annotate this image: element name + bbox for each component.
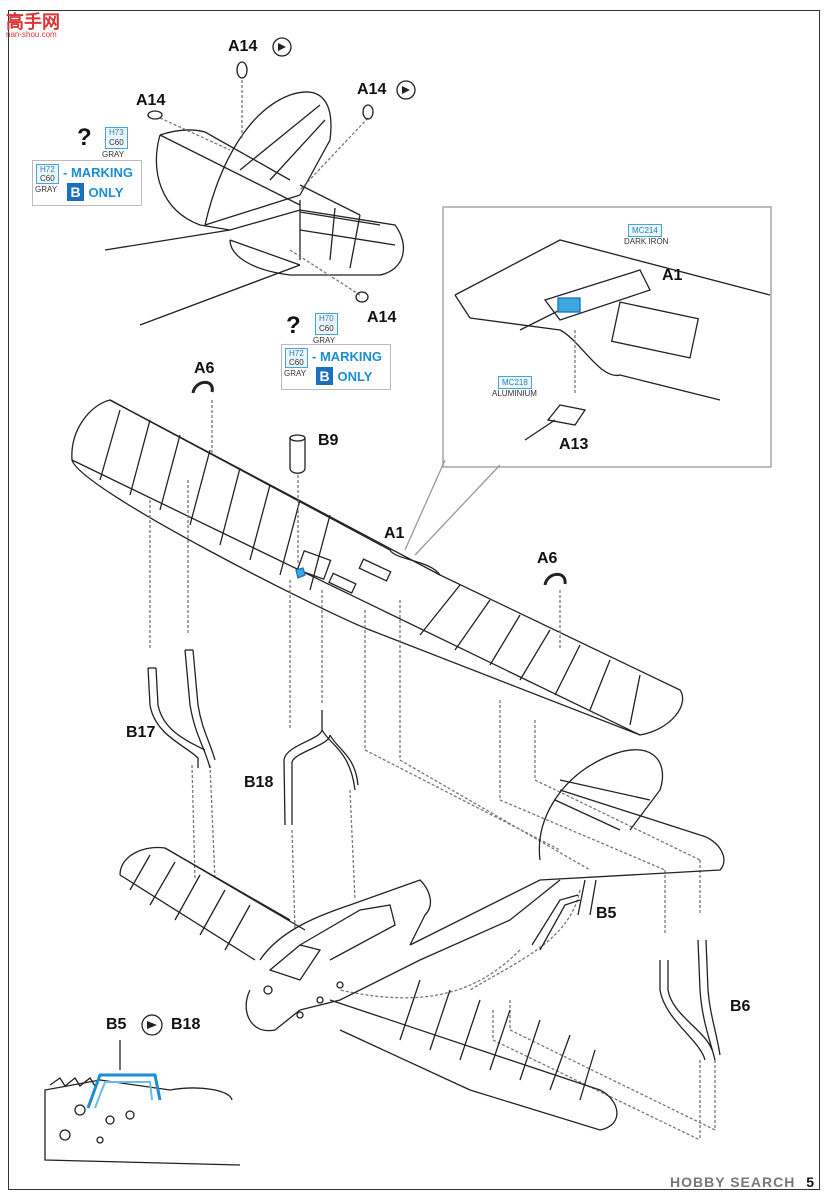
marking-letter-mid: B — [316, 367, 333, 385]
paint-chip-mid-color: GRAY — [313, 336, 336, 345]
aluminium-label: ALUMINIUM — [492, 389, 537, 398]
a6-right-part — [543, 572, 567, 586]
arrow-circle-a14-right — [396, 80, 416, 100]
label-a1-main: A1 — [384, 525, 405, 542]
paint-chip-top-color: GRAY — [102, 150, 125, 159]
marking-chip-top-color: GRAY — [35, 185, 58, 194]
watermark-url: nan-shou.com — [6, 30, 57, 39]
arrow-circle-a14-top — [272, 37, 292, 57]
a14-parts — [147, 61, 374, 303]
dark-iron-label: DARK IRON — [624, 237, 669, 246]
label-b17: B17 — [126, 724, 156, 741]
b9-part — [289, 434, 306, 474]
marking-text-mid: - MARKING — [312, 349, 383, 364]
label-b5: B5 — [596, 905, 617, 922]
marking-only-top: ONLY — [88, 185, 124, 200]
label-a14-top-left: A14 — [136, 92, 166, 109]
b5-strut — [531, 879, 597, 951]
question-icon-mid: ? — [286, 312, 301, 339]
b6-strut — [659, 939, 721, 1061]
marking-letter-top: B — [67, 183, 84, 201]
label-a13: A13 — [559, 436, 589, 453]
marking-only-mid: ONLY — [337, 369, 373, 384]
label-a14-mid: A14 — [367, 309, 397, 326]
tail-guide-lines — [159, 80, 369, 296]
b9-mount-blue — [295, 567, 306, 579]
dark-iron-chip: MC214 — [628, 224, 662, 237]
page-frame — [8, 10, 820, 1190]
b5-b18-example — [44, 1040, 241, 1166]
lower-wing-fuselage — [119, 749, 725, 1131]
tail-assembly — [104, 91, 404, 326]
watermark-site: 高手网 — [6, 12, 60, 32]
example-blue-strut — [86, 1073, 162, 1109]
label-b18: B18 — [244, 774, 274, 791]
label-b18-example: B18 — [171, 1016, 201, 1033]
label-a6-right: A6 — [537, 550, 558, 567]
marking-chip-top: H72 C60 — [36, 164, 59, 184]
marking-note-mid: H72 C60 GRAY - MARKING B ONLY — [281, 344, 391, 390]
page-number: 5 — [806, 1174, 815, 1190]
label-a14-top-center: A14 — [228, 38, 258, 55]
label-a6-left: A6 — [194, 360, 215, 377]
label-a14-top-right: A14 — [357, 81, 387, 98]
marking-note-top: H72 C60 GRAY - MARKING B ONLY — [32, 160, 142, 206]
question-icon-top: ? — [77, 124, 92, 151]
arrow-circle-b5-b18 — [141, 1014, 163, 1036]
inset-frame — [442, 206, 772, 468]
inset-wing-detail — [454, 239, 771, 441]
b17-strut — [147, 649, 216, 769]
footer-brand: HOBBY SEARCH 5 — [670, 1174, 815, 1190]
upper-wing — [71, 399, 684, 736]
inset-blue-part — [557, 297, 581, 313]
footer-brand-text: HOBBY SEARCH — [670, 1174, 796, 1190]
label-b5-example: B5 — [106, 1016, 127, 1033]
marking-chip-mid-color: GRAY — [284, 369, 307, 378]
marking-chip-mid: H72 C60 — [285, 348, 308, 368]
guide-lines-main — [149, 400, 716, 1141]
a6-left-part — [191, 380, 214, 394]
label-b6: B6 — [730, 998, 751, 1015]
label-b9: B9 — [318, 432, 339, 449]
aluminium-chip: MC218 — [498, 376, 532, 389]
b18-strut — [283, 710, 359, 826]
example-blue-strut-inner — [94, 1081, 153, 1109]
paint-chip-top: H73 C60 — [105, 127, 128, 149]
label-a1-inset: A1 — [662, 267, 683, 284]
marking-text-top: - MARKING — [63, 165, 134, 180]
paint-chip-mid: H70 C60 — [315, 313, 338, 335]
